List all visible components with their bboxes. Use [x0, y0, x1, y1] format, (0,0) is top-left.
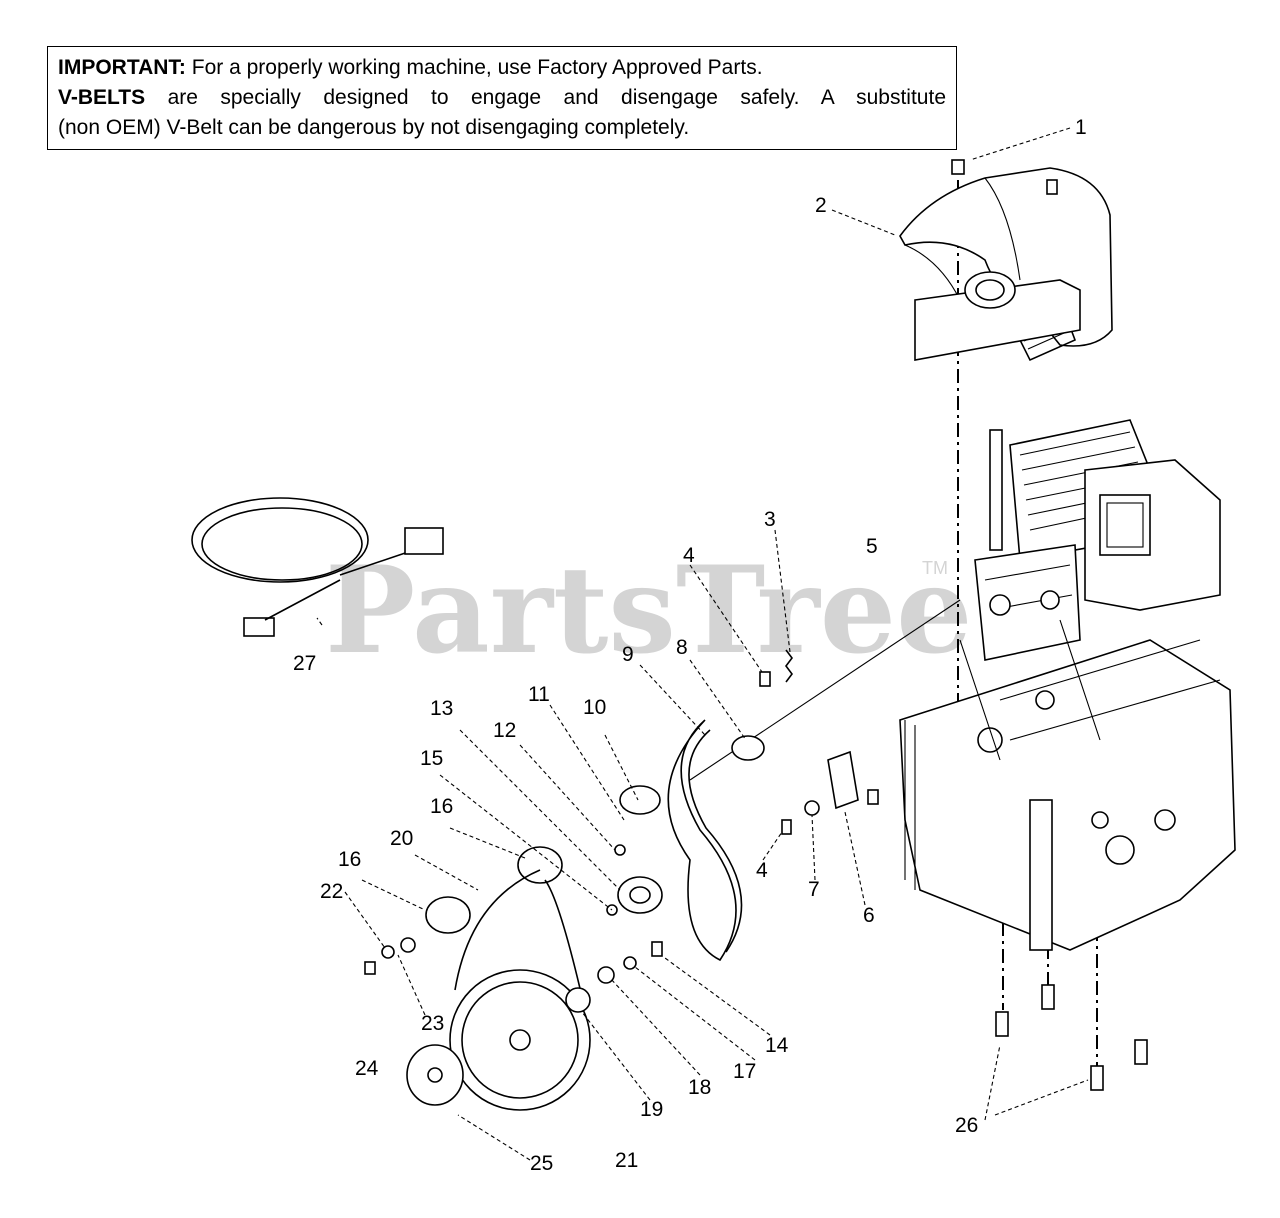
washer-7	[804, 800, 820, 816]
callout-25: 25	[530, 1152, 553, 1175]
callout-4b: 4	[756, 859, 768, 882]
callout-21: 21	[615, 1149, 638, 1172]
callout-14: 14	[765, 1034, 789, 1057]
callout-6: 6	[863, 904, 875, 927]
spring-3	[785, 649, 793, 683]
callout-13: 13	[430, 697, 453, 720]
frame-housing	[899, 619, 1236, 951]
important-label: IMPORTANT:	[58, 56, 186, 79]
notice-line-3: (non OEM) V-Belt can be dangerous by not…	[58, 116, 690, 139]
leader-lines	[316, 127, 1089, 1161]
watermark-text: PartsTree	[325, 540, 972, 681]
callout-5: 5	[866, 535, 878, 558]
bolt-6	[867, 789, 879, 805]
notice-line-1: IMPORTANT: For a properly working machin…	[58, 53, 946, 83]
vbelts-label: V-BELTS	[58, 86, 146, 109]
callout-3: 3	[764, 508, 776, 531]
callout-10: 10	[583, 696, 606, 719]
callout-2: 2	[815, 194, 827, 217]
callout-27: 27	[293, 652, 316, 675]
screw-4b	[781, 819, 792, 835]
screw-1	[951, 159, 965, 175]
callout-1: 1	[1075, 116, 1087, 139]
callout-7: 7	[808, 878, 820, 901]
callout-22: 22	[320, 880, 343, 903]
callout-15: 15	[420, 747, 443, 770]
screw-1b	[1046, 179, 1058, 195]
callout-26: 26	[955, 1114, 978, 1137]
callout-4: 4	[683, 544, 695, 567]
vbelts-text: are specially designed to engage and dis…	[145, 86, 946, 109]
callout-24: 24	[355, 1057, 379, 1080]
important-notice-box: IMPORTANT: For a properly working machin…	[47, 46, 957, 150]
callout-11: 11	[528, 683, 550, 706]
callout-9: 9	[622, 643, 634, 666]
callout-16a: 16	[430, 795, 453, 818]
callout-16b: 16	[338, 848, 361, 871]
callout-20: 20	[390, 827, 413, 850]
callout-numbers: 1 2 3 4 5 9 8 27 13 11 10 12 15 16 16 20…	[293, 116, 1087, 1175]
notice-line-2: V-BELTS are specially designed to engage…	[58, 83, 946, 113]
drive-pulleys	[364, 719, 765, 1111]
engine-assembly	[914, 271, 1221, 661]
callout-12: 12	[493, 719, 516, 742]
bolts-26	[995, 984, 1148, 1091]
callout-23: 23	[421, 1012, 444, 1035]
power-cord	[191, 497, 444, 637]
callout-17: 17	[733, 1060, 756, 1083]
callout-18: 18	[688, 1076, 711, 1099]
watermark-tm: TM	[922, 558, 948, 578]
bracket-6	[827, 750, 859, 810]
callout-19: 19	[640, 1098, 663, 1121]
callout-8: 8	[676, 636, 688, 659]
screw-4	[759, 671, 771, 687]
important-text: For a properly working machine, use Fact…	[185, 56, 763, 79]
